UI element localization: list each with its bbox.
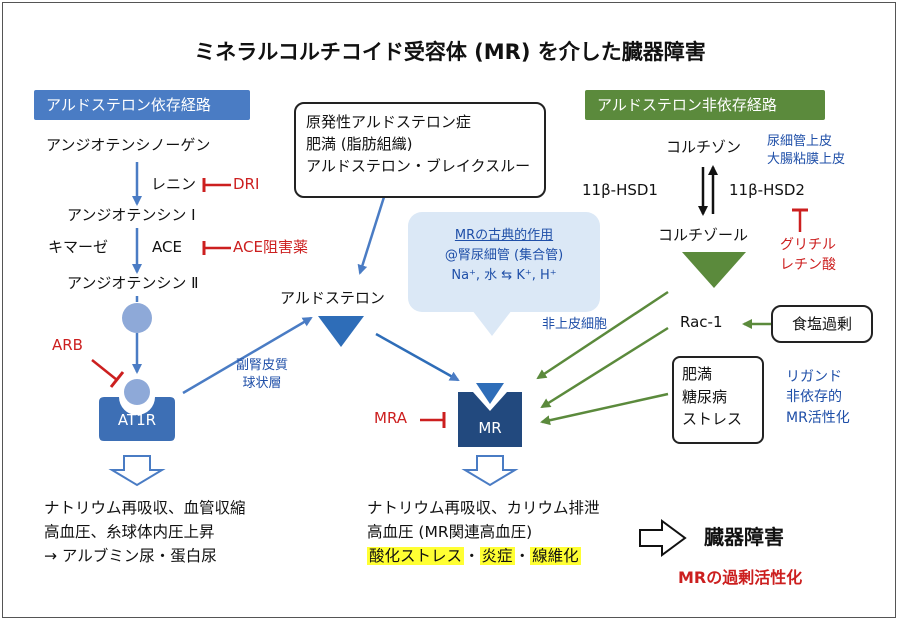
glycyrrhizin-label: グリチル レチン酸 — [780, 236, 836, 275]
mr-effect-3: 酸化ストレス・炎症・線維化 — [367, 544, 600, 568]
arrow-aldosterone-to-mr — [375, 332, 460, 382]
factor-obesity: 肥満 — [682, 365, 713, 383]
mr-effects: ナトリウム再吸収、カリウム排泄 高血圧 (MR関連高血圧) 酸化ストレス・炎症・… — [367, 496, 600, 568]
effect-separator-1: ・ — [464, 547, 480, 566]
epithelium-label: 尿細管上皮 大腸粘膜上皮 — [767, 133, 845, 169]
inhibitor-mra — [420, 412, 446, 428]
ligand-line-3: MR活性化 — [786, 409, 850, 426]
arrow-rac1-to-mr — [540, 326, 669, 409]
classic-action-exchange: Na⁺, 水 ⇆ K⁺, H⁺ — [451, 268, 557, 284]
adrenal-cortex-label: 副腎皮質 球状層 — [236, 357, 288, 392]
adrenal-line-2: 球状層 — [242, 375, 282, 391]
dri-label: DRI — [233, 175, 260, 193]
inhibitor-arb — [91, 359, 125, 388]
ang2-ligand-circle — [122, 303, 152, 333]
classic-action-text: MRの古典的作用 @腎尿細管 (集合管) Na⁺, 水 ⇆ K⁺, H⁺ — [414, 226, 594, 286]
factor-stress: ストレス — [682, 410, 743, 428]
angiotensin-2-label: アンジオテンシン Ⅱ — [67, 274, 199, 292]
ace-inhibitor-label: ACE阻害薬 — [233, 238, 308, 256]
mr-effect-2: 高血圧 (MR関連高血圧) — [367, 523, 533, 542]
cortisol-label: コルチゾール — [658, 226, 749, 244]
glycyrrhizin-line-1: グリチル — [780, 237, 836, 253]
ang2-bound-circle — [124, 379, 150, 405]
arb-label: ARB — [52, 336, 83, 354]
glycyrrhizin-line-2: レチン酸 — [780, 256, 836, 273]
chymase-label: キマーゼ — [48, 238, 109, 256]
inhibitor-ace — [202, 241, 231, 255]
cause-primary-aldosteronism: 原発性アルドステロン症 — [306, 113, 471, 131]
hsd2-label: 11β-HSD2 — [729, 181, 805, 199]
epithelium-line-2: 大腸粘膜上皮 — [767, 152, 846, 168]
rac1-label: Rac-1 — [680, 313, 723, 331]
epithelium-line-1: 尿細管上皮 — [767, 134, 833, 149]
ligand-independent-label: リガンド 非依存的 MR活性化 — [786, 367, 850, 428]
classic-action-heading: MRの古典的作用 — [454, 228, 554, 243]
angiotensinogen-label: アンジオテンシノーゲン — [46, 136, 211, 154]
ligand-line-1: リガンド — [786, 369, 842, 385]
right-arrow-organ-damage — [639, 519, 687, 557]
cause-aldosterone-breakthrough: アルドステロン・ブレイクスルー — [306, 156, 531, 175]
mr-label: MR — [478, 419, 502, 437]
renin-label: レニン — [151, 175, 197, 193]
inhibitor-glycyrrhizin — [792, 208, 808, 232]
hsd1-label: 11β-HSD1 — [582, 181, 658, 199]
down-arrow-at1r-effects — [108, 455, 166, 487]
aldosterone-label: アルドステロン — [280, 289, 385, 307]
ace-label: ACE — [152, 238, 182, 256]
causes-box: 原発性アルドステロン症 肥満 (脂肪組織) アルドステロン・ブレイクスルー — [294, 102, 546, 198]
mr-receptor-shape — [458, 392, 522, 447]
at1r-label: AT1R — [117, 411, 157, 429]
factor-diabetes: 糖尿病 — [682, 387, 728, 406]
cortisol-triangle — [682, 252, 746, 288]
adrenal-line-1: 副腎皮質 — [236, 358, 289, 373]
cortisone-label: コルチゾン — [666, 138, 742, 156]
at1r-effect-3: → アルブミン尿・蛋白尿 — [44, 547, 217, 566]
non-epithelial-label: 非上皮細胞 — [542, 317, 608, 332]
mr-effect-1: ナトリウム再吸収、カリウム排泄 — [367, 499, 600, 517]
at1r-effect-2: 高血圧、糸球体内圧上昇 — [44, 523, 215, 542]
effect-separator-2: ・ — [514, 547, 531, 566]
effect-fibrosis: 線維化 — [530, 547, 581, 566]
header-aldosterone-independent: アルドステロン非依存経路 — [585, 90, 825, 120]
classic-action-bubble — [408, 212, 600, 312]
ligand-line-2: 非依存的 — [786, 389, 842, 406]
mra-label: MRA — [374, 409, 408, 427]
arrow-cortisol-to-mr — [536, 290, 669, 380]
page-title: ミネラルコルチコイド受容体 (MR) を介した臓器障害 — [194, 40, 706, 64]
effect-inflammation: 炎症 — [479, 547, 515, 566]
salt-excess-label: 食塩過剰 — [791, 315, 852, 333]
salt-excess-box: 食塩過剰 — [771, 305, 873, 343]
cause-obesity: 肥満 (脂肪組織) — [306, 134, 413, 153]
arrow-causes-to-aldosterone — [357, 196, 386, 275]
inhibitor-dri — [202, 178, 231, 192]
arrow-at1r-to-aldosterone — [182, 316, 313, 395]
metabolic-factors-box: 肥満 糖尿病 ストレス — [672, 356, 764, 444]
down-arrow-mr-effects — [461, 455, 519, 487]
header-aldosterone-dependent: アルドステロン依存経路 — [34, 90, 250, 120]
at1r-receptor-shape — [99, 397, 175, 441]
arrow-metabolic-to-mr — [540, 392, 669, 426]
at1r-effect-1: ナトリウム再吸収、血管収縮 — [44, 499, 246, 517]
at1r-effects: ナトリウム再吸収、血管収縮 高血圧、糸球体内圧上昇 → アルブミン尿・蛋白尿 — [44, 496, 246, 568]
aldosterone-triangle — [318, 316, 364, 347]
mr-bound-triangle — [476, 383, 504, 404]
mr-overactivation-label: MRの過剰活性化 — [678, 568, 803, 587]
organ-damage-label: 臓器障害 — [704, 525, 784, 549]
classic-action-site: @腎尿細管 (集合管) — [444, 248, 564, 264]
effect-oxidative-stress: 酸化ストレス — [367, 547, 465, 566]
angiotensin-1-label: アンジオテンシン Ⅰ — [67, 206, 196, 224]
